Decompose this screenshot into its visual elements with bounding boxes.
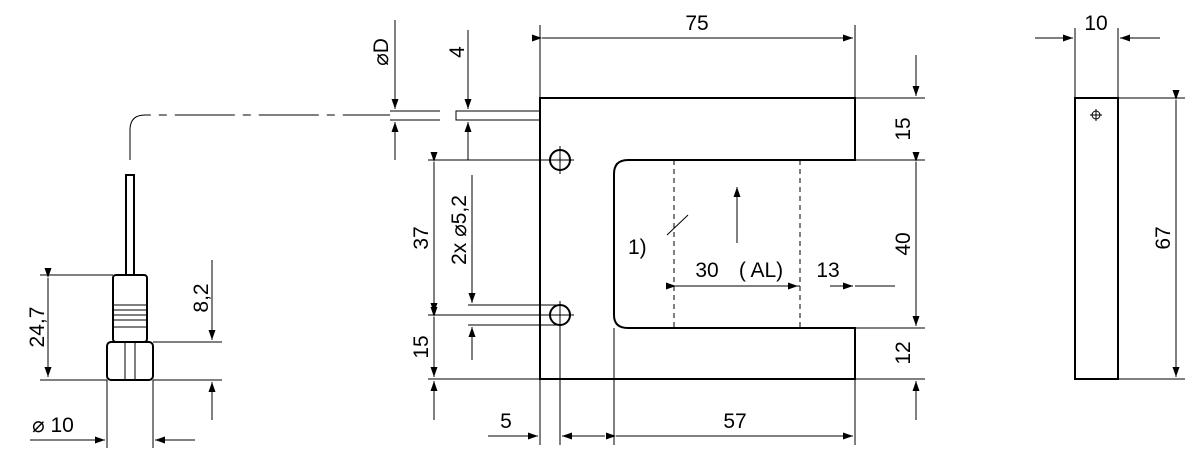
dim-label-sensor-width: 30: [695, 259, 718, 282]
u-body-outline: [539, 97, 856, 380]
cable-body: [125, 174, 135, 276]
dim-label-slot-depth: 40: [892, 232, 915, 255]
dim-label-connector-length: 24,7: [26, 307, 49, 348]
dim-label-height: 67: [1152, 226, 1175, 249]
side-body: [1074, 97, 1119, 380]
mounting-hole-top: [546, 146, 574, 174]
dim-label-slot-edge: 13: [816, 259, 839, 282]
dim-label-holes: 2x ⌀5,2: [448, 195, 471, 265]
connector-view: 24,7 8,2 ⌀ 10: [26, 114, 390, 448]
dim-label-bottom-offset: 15: [410, 335, 433, 358]
dim-label-slot-width: 57: [723, 410, 746, 433]
dim-label-connector-diameter: ⌀ 10: [32, 414, 74, 437]
dim-label-nut-height: 8,2: [190, 283, 213, 312]
dim-label-cable-diameter: ⌀D: [370, 38, 393, 66]
cable-center-line: [129, 114, 390, 160]
front-view: 1) ⌀D 4 75: [370, 12, 925, 445]
dim-label-top-arm: 15: [892, 117, 915, 140]
cable-stub: [455, 110, 541, 121]
dim-label-width-total: 75: [685, 12, 708, 35]
dim-label-hole-edge: 5: [500, 410, 512, 433]
dim-label-thickness: 10: [1084, 12, 1107, 35]
dim-label-bottom-arm: 12: [892, 341, 915, 364]
dim-label-al: ( AL): [739, 259, 783, 282]
side-view: 10 67: [1035, 12, 1185, 380]
dim-label-cable-offset: 4: [446, 46, 469, 58]
dim-label-hole-spacing: 37: [410, 226, 433, 249]
connector-sleeve: [112, 274, 148, 343]
note-marker: 1): [628, 236, 647, 259]
connector-nut: [106, 341, 154, 381]
